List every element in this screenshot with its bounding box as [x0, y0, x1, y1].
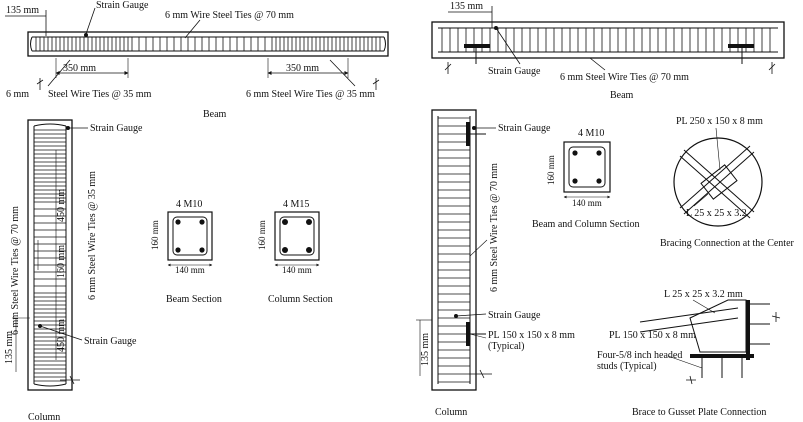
bracing-center-angle-label: L 25 x 25 x 3.2	[686, 208, 747, 219]
left-column-strain-gauge-bottom-label: Strain Gauge	[84, 336, 137, 347]
right-column-plate-typical: (Typical)	[488, 341, 525, 352]
column-section-caption: Column Section	[268, 294, 333, 305]
bracing-center-plate-label: PL 250 x 150 x 8 mm	[676, 116, 763, 127]
left-column-dim-450-bottom: 450 mm	[56, 319, 67, 352]
beam-section-outline	[167, 211, 213, 261]
left-column-dim-160: 160 mm	[56, 245, 67, 278]
right-beam-dim-135: 135 mm	[450, 1, 483, 12]
left-beam-ties-35-right-label: 6 mm Steel Wire Ties @ 35 mm	[246, 89, 375, 100]
right-beam-strain-gauge-label: Strain Gauge	[488, 66, 541, 77]
bracing-center-gusset	[700, 164, 738, 200]
left-column-dim-450-top: 450 mm	[56, 189, 67, 222]
right-beam-ties	[441, 28, 771, 52]
left-beam-strain-gauge-marker	[84, 33, 88, 37]
right-beam-ties-label: 6 mm Steel Wire Ties @ 70 mm	[560, 72, 689, 83]
left-column-ties-70-label: 6 mm Steel Wire Ties @ 70 mm	[10, 206, 21, 335]
left-column-caption: Column	[28, 412, 60, 422]
gusset-plate-label: PL 150 x 150 x 8 mm	[609, 330, 696, 341]
right-column-outline	[431, 109, 477, 391]
bracing-center-caption: Bracing Connection at the Center	[660, 238, 795, 249]
left-beam-strain-gauge-label: Strain Gauge	[96, 0, 149, 11]
gusset-studs-line2: studs (Typical)	[597, 361, 657, 372]
gusset-studs-line1: Four-5/8 inch headed	[597, 350, 682, 361]
right-column-dim-135: 135 mm	[420, 333, 431, 366]
column-section-width: 140 mm	[282, 265, 312, 275]
gusset-column-flange	[746, 300, 750, 360]
beam-section-detail: 4 M10 160 mm 140 mm Beam Section	[150, 199, 222, 305]
left-column-ties	[34, 129, 66, 382]
left-beam-ties-35-size: 6 mm	[6, 89, 29, 100]
gusset-angle-label: L 25 x 25 x 3.2 mm	[664, 289, 743, 300]
beam-section-width: 140 mm	[175, 265, 205, 275]
beam-column-section-height: 160 mm	[546, 155, 556, 185]
column-section-height: 160 mm	[257, 220, 267, 250]
beam-column-section-detail: 4 M10 160 mm 140 mm Beam and Column Sect…	[532, 128, 640, 230]
bracing-center-detail-circle	[673, 137, 763, 227]
beam-column-section-width: 140 mm	[572, 198, 602, 208]
column-section-outline	[274, 211, 320, 261]
left-beam-dim-135: 135 mm	[6, 5, 39, 16]
beam-column-section-bars-label: 4 M10	[578, 128, 604, 139]
beam-column-section-caption: Beam and Column Section	[532, 219, 640, 230]
brace-angle	[639, 307, 739, 323]
bracing-center-detail: PL 250 x 150 x 8 mm L 25 x 25 x 3.2 Brac…	[660, 116, 795, 249]
right-column-plate-bottom	[466, 322, 470, 346]
left-beam-dim-350-left: 350 mm	[63, 63, 96, 74]
left-beam-ties-35-left-label: Steel Wire Ties @ 35 mm	[48, 89, 152, 100]
column-section-detail: 4 M15 160 mm 140 mm Column Section	[257, 199, 333, 305]
right-column-ties-label: 6 mm Steel Wire Ties @ 70 mm	[489, 163, 500, 292]
left-column-dim-135: 135 mm	[4, 331, 15, 364]
column-section-bars-label: 4 M15	[283, 199, 309, 210]
left-column-elevation: Strain Gauge Strain Gauge 6 mm Steel Wir…	[4, 119, 143, 422]
left-beam-dim-350-right: 350 mm	[286, 63, 319, 74]
left-beam-outline	[27, 31, 389, 57]
left-beam-caption: Beam	[203, 109, 227, 120]
right-column-strain-gauge-top-label: Strain Gauge	[498, 123, 551, 134]
right-column-ties	[438, 117, 470, 383]
left-column-outline	[27, 119, 73, 391]
right-beam-caption: Beam	[610, 90, 634, 101]
gusset-caption: Brace to Gusset Plate Connection	[632, 407, 766, 418]
left-beam-elevation: 135 mm Strain Gauge 6 mm Wire Steel Ties…	[5, 0, 389, 120]
right-column-caption: Column	[435, 407, 467, 418]
right-column-strain-gauge-bottom-label: Strain Gauge	[488, 310, 541, 321]
right-column-plate-top	[466, 122, 470, 146]
right-beam-outline	[431, 21, 785, 59]
right-beam-elevation: 135 mm Strain Gauge 6 mm Steel Wire Ties…	[431, 1, 785, 101]
left-beam-ties	[35, 37, 381, 51]
beam-column-section-outline	[563, 141, 611, 193]
right-column-plate-label: PL 150 x 150 x 8 mm	[488, 330, 575, 341]
beam-section-height: 160 mm	[150, 220, 160, 250]
left-column-strain-gauge-top-label: Strain Gauge	[90, 123, 143, 134]
right-column-elevation: Strain Gauge Strain Gauge PL 150 x 150 x…	[416, 109, 575, 418]
beam-section-bars-label: 4 M10	[176, 199, 202, 210]
gusset-base-plate	[690, 354, 754, 358]
gusset-plate-detail: L 25 x 25 x 3.2 mm PL 150 x 150 x 8 mm F…	[597, 289, 781, 418]
left-column-ties-35-label: 6 mm Steel Wire Ties @ 35 mm	[87, 171, 98, 300]
left-beam-ties-70-label: 6 mm Wire Steel Ties @ 70 mm	[165, 10, 294, 21]
right-beam-plate-right	[728, 44, 754, 48]
beam-section-caption: Beam Section	[166, 294, 222, 305]
right-beam-plate-left	[464, 44, 490, 48]
